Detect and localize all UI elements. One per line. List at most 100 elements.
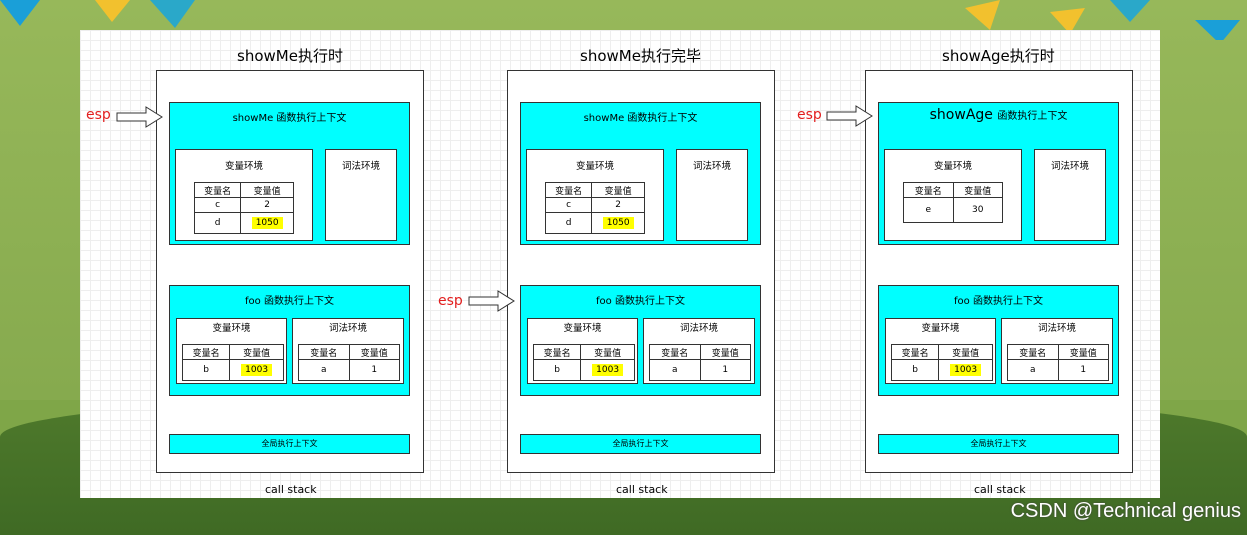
col-var-value: 变量值	[591, 182, 645, 198]
panel-2-title: showMe执行完毕	[580, 47, 701, 65]
var-env-title: 变量环境	[563, 323, 602, 334]
esp-label-3: esp	[797, 107, 822, 123]
panel-1-call-stack-label: call stack	[265, 483, 317, 496]
var-name: d	[193, 212, 242, 234]
var-name: c	[193, 197, 242, 213]
col-var-name: 变量名	[890, 344, 940, 360]
panel-3-foo-var-env: 变量环境 变量名变量值 b 1003	[885, 318, 996, 384]
var-table: 变量名变量值 b 1003	[532, 344, 635, 381]
col-var-name: 变量名	[181, 344, 231, 360]
esp-arrow-3-icon	[826, 105, 873, 127]
panel-1-title: showMe执行时	[237, 47, 343, 65]
table-row: b 1003	[532, 359, 635, 381]
col-var-value: 变量值	[938, 344, 993, 360]
var-env-title: 变量环境	[921, 323, 960, 334]
col-var-value: 变量值	[229, 344, 284, 360]
var-name: b	[890, 359, 940, 381]
var-env-title: 变量环境	[212, 323, 251, 334]
panel-3-lex-env: 词法环境	[1034, 149, 1106, 241]
var-name: c	[544, 197, 593, 213]
ctx-suffix: 函数执行上下文	[263, 296, 334, 307]
highlighted-value: 1003	[950, 364, 982, 376]
col-var-name: 变量名	[532, 344, 582, 360]
ctx-name: showAge	[929, 107, 998, 123]
var-value: 1	[348, 359, 400, 381]
var-value: 2	[591, 197, 645, 213]
bunting-decoration	[0, 0, 1240, 40]
col-var-name: 变量名	[544, 182, 593, 198]
lex-env-title: 词法环境	[1050, 161, 1089, 172]
panel-3-global-context: 全局执行上下文	[878, 434, 1119, 454]
highlighted-value: 1003	[592, 364, 624, 376]
panel-2-lex-env: 词法环境	[676, 149, 748, 241]
table-row: b 1003	[890, 359, 993, 381]
col-var-value: 变量值	[699, 344, 751, 360]
var-table: 变量名变量值 b 1003	[890, 344, 993, 381]
var-name: b	[181, 359, 231, 381]
lex-env-title: 词法环境	[679, 323, 718, 334]
var-name: b	[532, 359, 582, 381]
ctx-suffix: 函数执行上下文	[627, 113, 698, 124]
ctx-name: foo	[954, 296, 973, 307]
table-row: b 1003	[181, 359, 284, 381]
panel-3-title: showAge执行时	[942, 47, 1055, 65]
panel-2-call-stack-label: call stack	[616, 483, 668, 496]
var-value: 2	[240, 197, 294, 213]
panel-1-lex-env: 词法环境	[325, 149, 397, 241]
var-env-title: 变量环境	[933, 161, 972, 172]
highlighted-value: 1003	[241, 364, 273, 376]
esp-arrow-2-icon	[468, 290, 515, 312]
var-name: a	[1007, 359, 1059, 381]
ctx-name: foo	[596, 296, 615, 307]
col-var-value: 变量值	[348, 344, 400, 360]
col-var-value: 变量值	[1057, 344, 1109, 360]
panel-2-global-context: 全局执行上下文	[520, 434, 761, 454]
ctx-suffix: 函数执行上下文	[972, 296, 1043, 307]
lex-env-title: 词法环境	[328, 323, 367, 334]
var-table: 变量名变量值 b 1003	[181, 344, 284, 381]
lex-env-title: 词法环境	[692, 161, 731, 172]
lex-env-title: 词法环境	[341, 161, 380, 172]
ctx-suffix: 函数执行上下文	[997, 111, 1068, 122]
col-var-name: 变量名	[298, 344, 350, 360]
esp-label-1: esp	[86, 107, 111, 123]
var-value: 1	[699, 359, 751, 381]
panel-2-foo-var-env: 变量环境 变量名变量值 b 1003	[527, 318, 638, 384]
var-env-title: 变量环境	[575, 161, 614, 172]
ctx-suffix: 函数执行上下文	[614, 296, 685, 307]
ctx-name: showMe	[232, 113, 277, 124]
var-name: d	[544, 212, 593, 234]
var-value: 1	[1057, 359, 1109, 381]
panel-1-foo-var-env: 变量环境 变量名变量值 b 1003	[176, 318, 287, 384]
col-var-name: 变量名	[903, 182, 954, 198]
col-var-value: 变量值	[952, 182, 1003, 198]
esp-label-2: esp	[438, 293, 463, 309]
col-var-value: 变量值	[240, 182, 294, 198]
var-value: 30	[952, 197, 1003, 223]
panel-3-call-stack-label: call stack	[974, 483, 1026, 496]
var-env-title: 变量环境	[224, 161, 263, 172]
col-var-name: 变量名	[1007, 344, 1059, 360]
var-name: a	[649, 359, 701, 381]
var-name: e	[903, 197, 954, 223]
col-var-value: 变量值	[580, 344, 635, 360]
